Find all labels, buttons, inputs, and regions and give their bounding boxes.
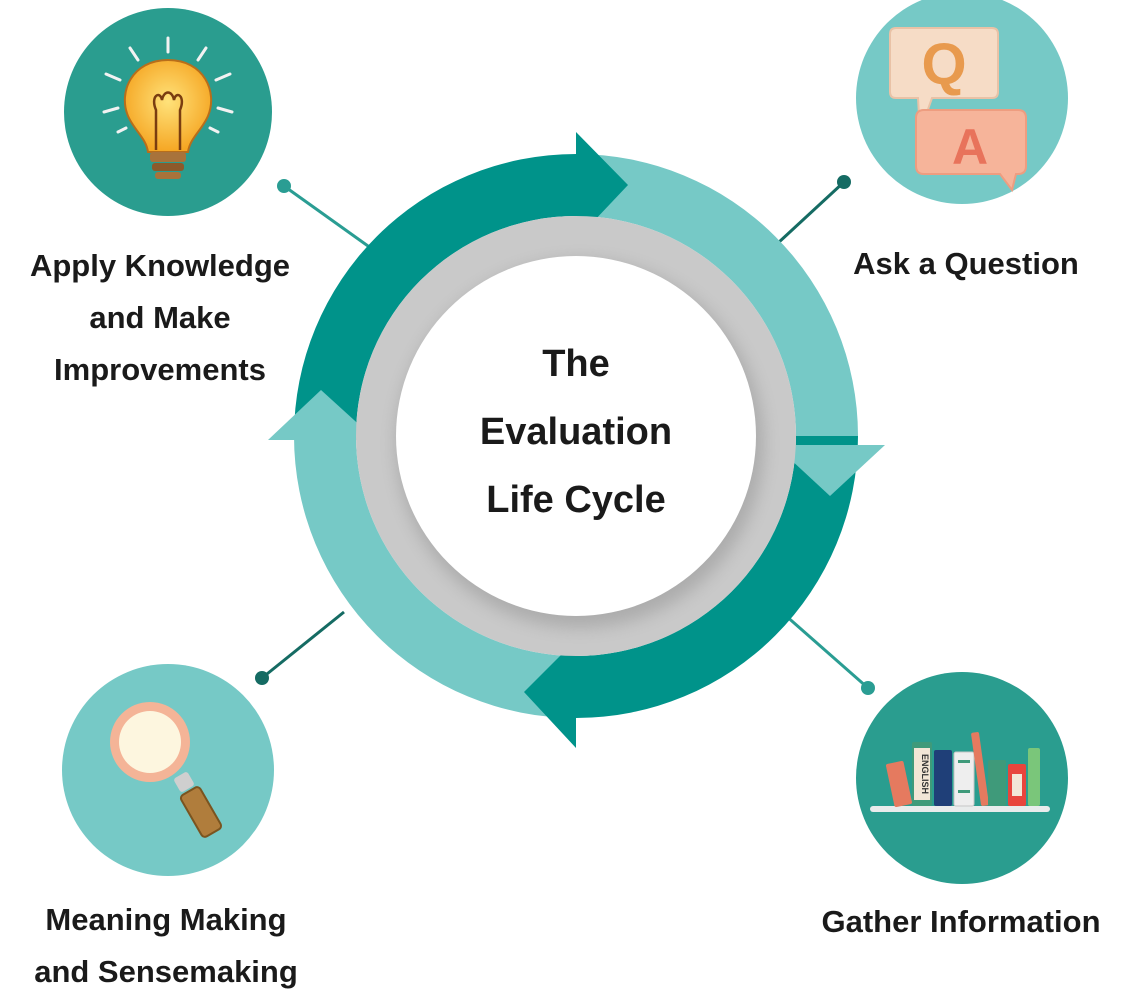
arc-apply-segment — [294, 154, 576, 436]
qa-bubbles-icon: Q A — [856, 0, 1068, 204]
arrowhead-top — [576, 132, 628, 240]
arrowhead-bottom — [524, 640, 576, 748]
label-gather-information: Gather Information — [800, 896, 1122, 948]
diagram-title: The Evaluation Life Cycle — [436, 330, 716, 534]
bulb-filament — [152, 91, 184, 150]
bulb-rays — [102, 36, 234, 134]
center-white-disc — [396, 256, 756, 616]
connector-dot-meaning — [255, 671, 269, 685]
q-letter: Q — [921, 32, 966, 97]
connector-ask — [776, 180, 846, 245]
cycle-ring — [268, 132, 885, 748]
center-disc — [356, 216, 796, 656]
title-line-3: Life Cycle — [486, 479, 666, 521]
book-row: ENGLISH — [885, 732, 1040, 808]
apply-label-line-2: and Make — [89, 300, 231, 335]
arrowhead-left — [268, 390, 376, 440]
connector-dot-gather — [861, 681, 875, 695]
arc-ask-segment — [576, 154, 858, 436]
connector-dot-apply — [277, 179, 291, 193]
books-icon: ENGLISH — [856, 672, 1068, 884]
connector-apply — [283, 184, 369, 248]
lightbulb-icon — [64, 8, 272, 216]
a-letter: A — [952, 119, 988, 175]
arc-meaning-segment — [294, 436, 576, 718]
arrowhead-right — [775, 445, 885, 496]
arc-gather-segment — [576, 436, 858, 718]
label-ask-question: Ask a Question — [826, 238, 1106, 290]
a-bubble — [915, 109, 1027, 193]
connector-meaning — [261, 610, 345, 680]
magnifying-glass-icon — [62, 664, 274, 876]
apply-label-line-1: Apply Knowledge — [29, 248, 291, 283]
title-line-2: Evaluation — [479, 411, 673, 453]
bookshelf — [870, 806, 1050, 812]
bulb-base — [150, 152, 186, 162]
meaning-label-line-2: and Sensemaking — [34, 954, 298, 989]
connector-dot-ask — [837, 175, 851, 189]
lens-neck — [174, 772, 194, 792]
lens-handle — [179, 786, 223, 838]
meaning-label-line-1: Meaning Making — [45, 902, 287, 937]
lens-glass — [119, 711, 181, 773]
apply-label-line-3: Improvements — [54, 352, 266, 387]
book-spine-text: ENGLISH — [920, 754, 930, 794]
label-apply-knowledge: Apply Knowledge and Make Improvements — [10, 240, 310, 396]
ask-label-text: Ask a Question — [853, 246, 1079, 281]
label-meaning-making: Meaning Making and Sensemaking — [16, 894, 316, 998]
title-line-1: The — [542, 343, 610, 385]
gather-label-text: Gather Information — [821, 904, 1101, 939]
